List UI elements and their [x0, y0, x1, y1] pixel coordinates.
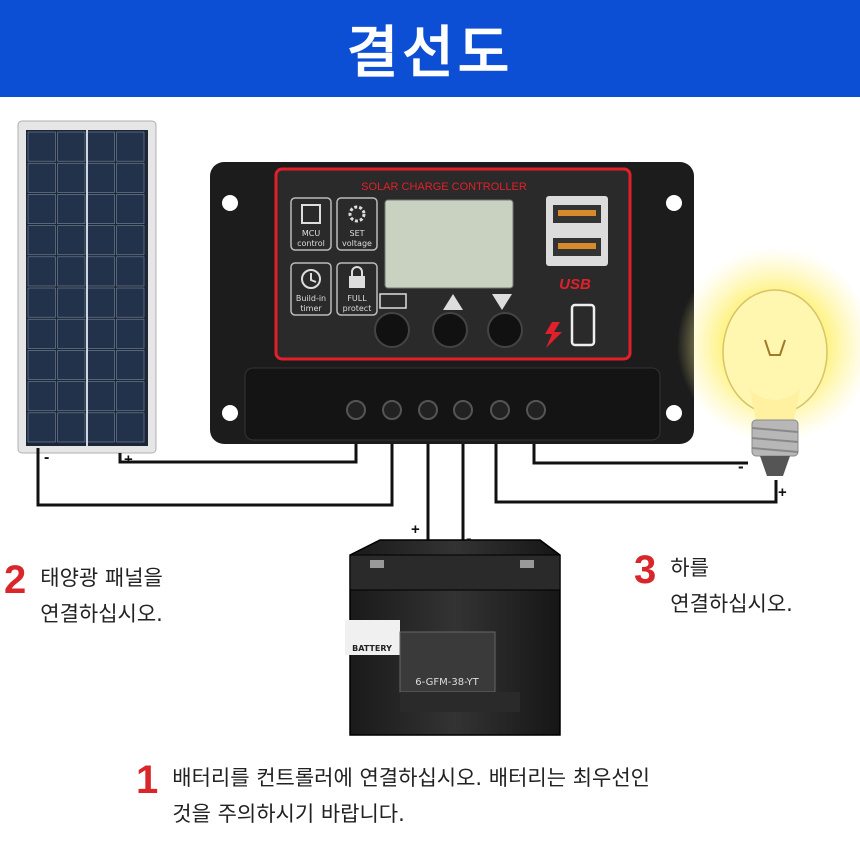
lock-icon: FULL protect: [336, 262, 378, 316]
solar-cell: [86, 287, 115, 318]
solar-cell: [57, 194, 86, 224]
light-bulb: [677, 247, 860, 476]
gear-icon: SET voltage: [336, 197, 378, 251]
step-text: 배터리를 컨트롤러에 연결하십시오. 배터리는 최우선인 것을 주의하시기 바랍…: [172, 766, 650, 826]
wire-load-positive: [494, 442, 778, 504]
page-title: 결선도: [346, 21, 514, 86]
load-minus-label: -: [738, 457, 744, 476]
menu-button[interactable]: [374, 312, 410, 348]
load-plus-label: +: [778, 484, 787, 501]
usb-ports: [546, 196, 608, 266]
solar-panel: [17, 120, 157, 454]
lcd-display: [384, 199, 514, 289]
step-number: 2: [4, 558, 27, 602]
solar-cell: [57, 381, 86, 412]
svg-text:Build-in: Build-in: [296, 294, 326, 303]
solar-cell: [27, 256, 56, 287]
solar-cell: [57, 287, 86, 318]
solar-cell: [27, 162, 56, 193]
step-2: 2 태양광 패널을 연결하십시오.: [4, 560, 163, 632]
solar-cell: [27, 225, 56, 256]
battery-minus-label: -: [466, 529, 472, 548]
solar-cell: [57, 131, 86, 162]
svg-text:voltage: voltage: [342, 239, 372, 248]
solar-cell: [116, 412, 145, 443]
solar-cell: [116, 287, 145, 318]
solar-cell: [86, 381, 115, 412]
up-button[interactable]: [432, 312, 468, 348]
step-number: 1: [136, 758, 159, 802]
step-1: 1 배터리를 컨트롤러에 연결하십시오. 배터리는 최우선인 것을 주의하시기 …: [136, 760, 650, 832]
battery-plus-label: +: [411, 521, 420, 538]
solar-cell: [57, 412, 86, 443]
wiring-diagram: SOLAR CHARGE CONTROLLER MCU control SET …: [17, 120, 860, 736]
down-button[interactable]: [487, 312, 523, 348]
step-text: 하를 연결하십시오.: [670, 556, 793, 616]
wire-load-negative: [532, 442, 748, 465]
solar-cell: [86, 256, 115, 287]
solar-cell: [57, 350, 86, 380]
battery-model: 6-GFM-38-YT: [415, 677, 479, 688]
header-bar: 결선도: [0, 0, 860, 97]
solar-cell: [27, 287, 56, 318]
polarity-labels: - + + - - +: [44, 449, 787, 548]
solar-cell: [86, 194, 115, 224]
solar-cell: [27, 350, 56, 380]
solar-cell: [57, 162, 86, 193]
step-text: 태양광 패널을 연결하십시오.: [40, 566, 163, 626]
solar-cell: [57, 256, 86, 287]
solar-cell: [116, 225, 145, 256]
svg-text:SET: SET: [349, 229, 364, 238]
svg-text:FULL: FULL: [347, 294, 367, 303]
lightning-icon: [545, 322, 562, 348]
chip-icon: MCU control: [290, 197, 332, 251]
battery-brand: BATTERY: [352, 644, 392, 653]
solar-cell: [116, 350, 145, 380]
solar-cell: [116, 162, 145, 193]
wiring: [36, 442, 778, 545]
solar-cell: [86, 225, 115, 256]
wire-panel-positive: [118, 442, 358, 464]
wire-panel-negative: [36, 442, 394, 507]
step-3: 3 하를 연결하십시오.: [634, 550, 793, 622]
solar-cell: [116, 256, 145, 287]
solar-cell: [86, 131, 115, 162]
charge-controller: SOLAR CHARGE CONTROLLER MCU control SET …: [210, 162, 694, 444]
panel-minus-label: -: [44, 449, 49, 466]
solar-cell: [27, 194, 56, 224]
svg-text:protect: protect: [343, 304, 372, 313]
step-number: 3: [634, 548, 657, 592]
solar-cell: [86, 350, 115, 380]
phone-icon: [570, 303, 596, 347]
battery: BATTERY 6-GFM-38-YT: [345, 539, 561, 736]
solar-cell: [116, 194, 145, 224]
svg-text:control: control: [297, 239, 325, 248]
solar-panel-cells: [27, 131, 145, 443]
solar-cell: [27, 381, 56, 412]
controller-brand-text: SOLAR CHARGE CONTROLLER: [361, 181, 527, 193]
solar-cell: [86, 412, 115, 443]
terminal-screws: [346, 400, 546, 420]
solar-cell: [116, 318, 145, 349]
solar-cell: [86, 318, 115, 349]
solar-cell: [27, 412, 56, 443]
solar-cell: [116, 381, 145, 412]
solar-cell: [116, 131, 145, 162]
solar-cell: [57, 318, 86, 349]
solar-cell: [57, 225, 86, 256]
solar-cell: [27, 318, 56, 349]
solar-cell: [27, 131, 56, 162]
panel-plus-label: +: [124, 451, 133, 468]
solar-cell: [86, 162, 115, 193]
svg-text:MCU: MCU: [302, 229, 320, 238]
svg-text:timer: timer: [300, 304, 322, 313]
usb-label: USB: [559, 276, 591, 293]
clock-icon: Build-in timer: [290, 262, 332, 316]
